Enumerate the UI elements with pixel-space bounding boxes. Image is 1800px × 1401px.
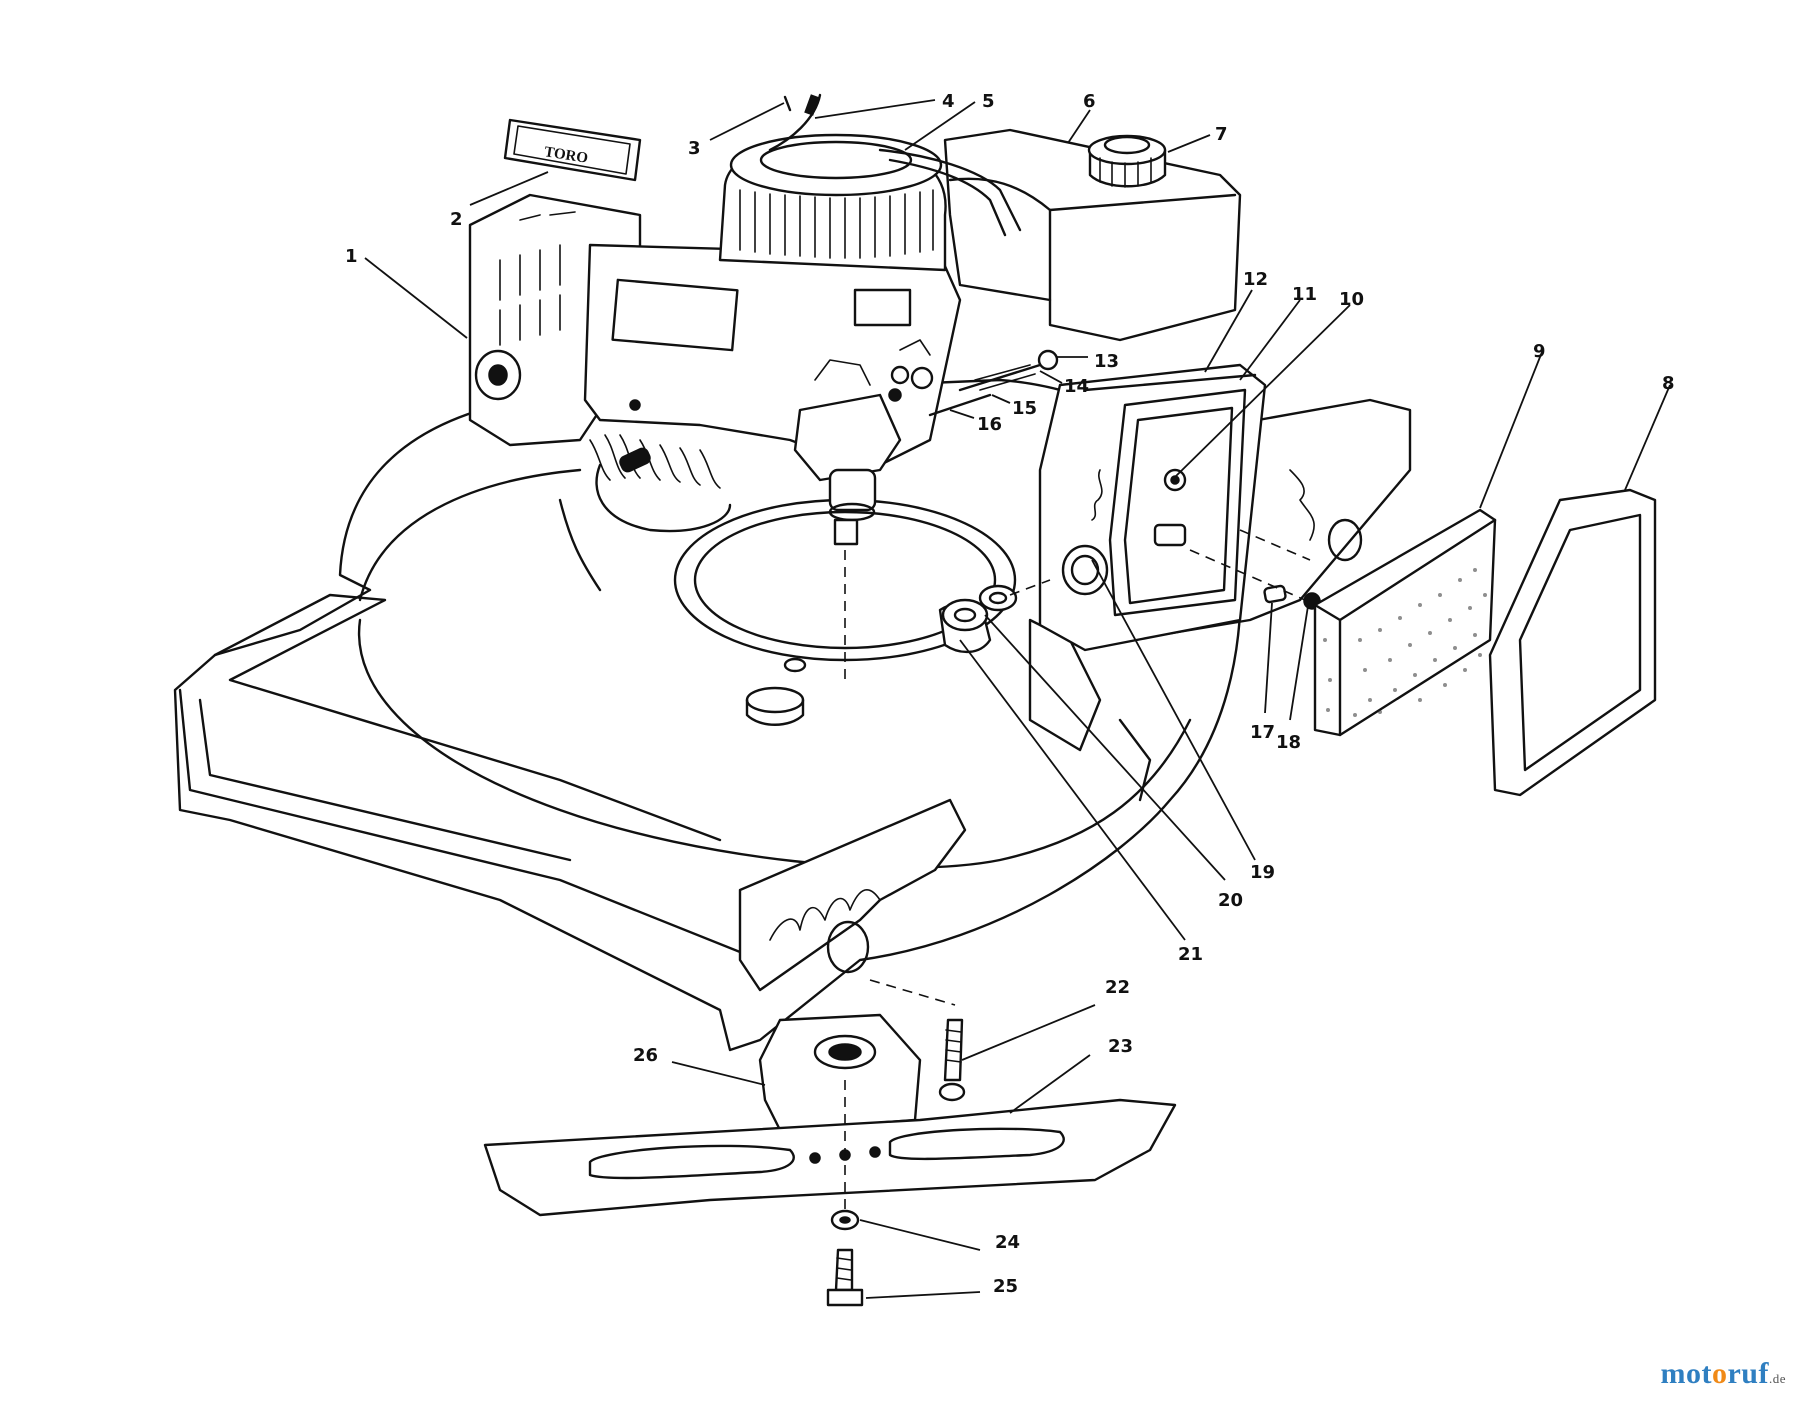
callout-24: 24 [995, 1232, 1020, 1253]
decal-text: TORO [543, 144, 589, 167]
toro-decal: TORO [503, 118, 642, 182]
callout-10: 10 [1339, 289, 1364, 310]
callout-labels: 1 2 3 4 5 6 7 8 9 10 11 12 13 14 15 16 1… [345, 91, 1675, 1297]
callout-1: 1 [345, 246, 358, 267]
callout-21: 21 [1178, 944, 1203, 965]
callout-25: 25 [993, 1276, 1018, 1297]
callout-20: 20 [1218, 890, 1243, 911]
fuel-cap [1087, 134, 1167, 188]
watermark-part-b: o [1711, 1357, 1728, 1390]
engine [468, 133, 962, 546]
callout-26: 26 [633, 1045, 658, 1066]
blade-adapter [758, 1013, 922, 1132]
blade-bolt [826, 1018, 966, 1307]
callout-16: 16 [977, 414, 1002, 435]
callout-14: 14 [1064, 376, 1089, 397]
callout-18: 18 [1276, 732, 1301, 753]
callout-15: 15 [1012, 398, 1037, 419]
callout-17: 17 [1250, 722, 1275, 743]
carb-screws [928, 349, 1059, 417]
throttle-cable [768, 93, 822, 152]
breather-parts [938, 584, 1018, 654]
callout-13: 13 [1094, 351, 1119, 372]
callout-7: 7 [1215, 124, 1228, 145]
callout-19: 19 [1250, 862, 1275, 883]
assembly-axis-lines [844, 529, 1311, 1210]
callout-9: 9 [1533, 341, 1546, 362]
watermark-tld: .de [1768, 1371, 1786, 1386]
fuel-tank [878, 128, 1242, 342]
air-filter-element [1313, 508, 1497, 737]
blade [483, 1098, 1177, 1217]
callout-4: 4 [942, 91, 955, 112]
callout-11: 11 [1292, 284, 1317, 305]
callout-8: 8 [1662, 373, 1675, 394]
air-cleaner-body [1038, 363, 1267, 652]
callout-5: 5 [982, 91, 995, 112]
callout-leaders [364, 99, 1671, 1299]
watermark-part-a: mot [1660, 1357, 1712, 1390]
watermark-logo: motoruf.de [1660, 1357, 1786, 1391]
callout-12: 12 [1243, 269, 1268, 290]
callout-22: 22 [1105, 977, 1130, 998]
watermark-part-c: ruf [1727, 1357, 1769, 1390]
callout-3: 3 [688, 138, 701, 159]
callout-2: 2 [450, 209, 463, 230]
callout-23: 23 [1108, 1036, 1133, 1057]
callout-6: 6 [1083, 91, 1096, 112]
air-cleaner-cover [1488, 488, 1657, 797]
